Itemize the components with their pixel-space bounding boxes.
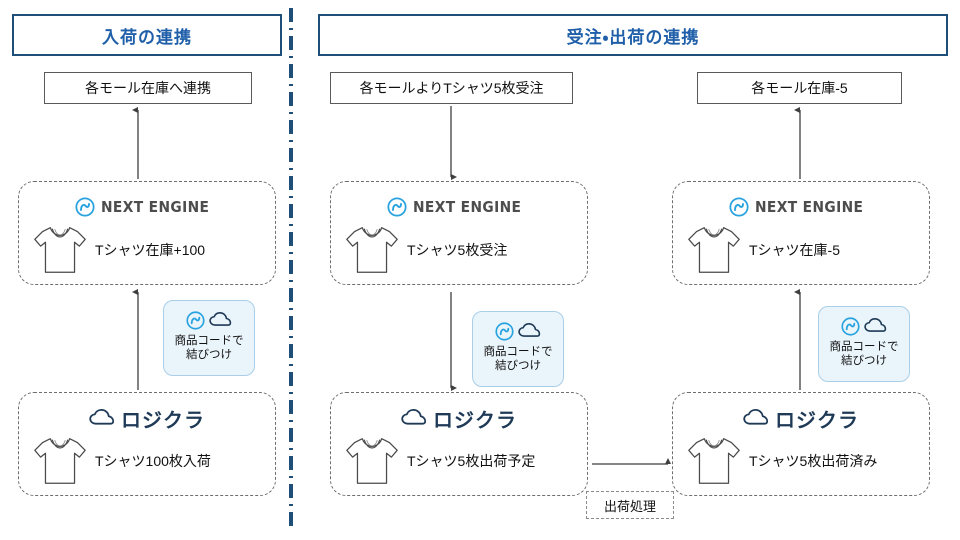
system-card-label: Tシャツ在庫+100: [95, 242, 206, 258]
mall-box-stock-sync: 各モール在庫へ連携: [44, 72, 252, 104]
logicla-wordmark: ロジクラ: [433, 407, 517, 432]
mall-box-stock-minus: 各モール在庫-5: [697, 72, 902, 104]
link-box-icons: [495, 319, 541, 343]
system-card-logicla-shipped: ロジクラ Tシャツ5枚出荷済み: [672, 392, 930, 496]
link-box-icons: [841, 314, 887, 338]
tshirt-icon: [688, 438, 740, 484]
system-card-label: Tシャツ100枚入荷: [95, 453, 211, 469]
system-card-body: Tシャツ5枚出荷予定: [341, 433, 579, 489]
cloud-icon: [864, 318, 887, 332]
link-box-product-code-1: 商品コードで結びつけ: [163, 300, 255, 376]
section-divider: [288, 8, 294, 532]
system-card-next-engine-order: NEXT ENGINE Tシャツ5枚受注: [330, 181, 588, 285]
system-card-logicla-planned: ロジクラ Tシャツ5枚出荷予定: [330, 392, 588, 496]
system-card-body: Tシャツ100枚入荷: [29, 433, 267, 489]
next-engine-icon: [75, 197, 95, 217]
system-card-next-engine-stock: NEXT ENGINE Tシャツ在庫-5: [672, 181, 930, 285]
section-header-inbound-title: 入荷の連携: [102, 27, 192, 47]
tshirt-icon: [34, 438, 86, 484]
logicla-wordmark: ロジクラ: [775, 407, 859, 432]
caption-shipping-process: 出荷処理: [586, 491, 674, 519]
caption-shipping-process-label: 出荷処理: [603, 498, 656, 514]
link-box-product-code-3: 商品コードで結びつけ: [818, 306, 910, 382]
next-engine-wordmark: NEXT ENGINE: [413, 198, 522, 216]
logicla-logo: ロジクラ: [19, 405, 275, 432]
next-engine-icon: [841, 316, 860, 336]
next-engine-icon: [729, 197, 749, 217]
tshirt-icon: [346, 227, 398, 273]
system-card-logicla-inbound: ロジクラ Tシャツ100枚入荷: [18, 392, 276, 496]
system-card-label: Tシャツ5枚受注: [407, 242, 508, 258]
cloud-icon: [743, 408, 769, 425]
system-card-body: Tシャツ5枚受注: [341, 222, 579, 278]
section-divider-line: [289, 8, 293, 532]
next-engine-logo: NEXT ENGINE: [331, 194, 587, 220]
mall-box-order-label: 各モールよりTシャツ5枚受注: [359, 80, 544, 96]
system-card-body: Tシャツ在庫+100: [29, 222, 267, 278]
link-box-label: 商品コードで結びつけ: [174, 335, 244, 362]
section-header-order-outbound: 受注・出荷の連携: [318, 14, 948, 56]
tshirt-icon: [346, 438, 398, 484]
cloud-icon: [209, 312, 232, 326]
section-header-inbound: 入荷の連携: [12, 14, 282, 56]
logicla-logo: ロジクラ: [673, 405, 929, 432]
next-engine-icon: [387, 197, 407, 217]
cloud-icon: [518, 323, 541, 337]
tshirt-icon: [688, 227, 740, 273]
mall-box-stock-minus-label: 各モール在庫-5: [751, 80, 848, 96]
system-card-next-engine-inbound: NEXT ENGINE Tシャツ在庫+100: [18, 181, 276, 285]
logicla-wordmark: ロジクラ: [121, 407, 205, 432]
next-engine-logo: NEXT ENGINE: [673, 194, 929, 220]
tshirt-icon: [34, 227, 86, 273]
section-header-order-outbound-title: 受注・出荷の連携: [566, 27, 700, 47]
link-box-product-code-2: 商品コードで結びつけ: [472, 311, 564, 387]
next-engine-icon: [186, 310, 205, 330]
logicla-logo: ロジクラ: [331, 405, 587, 432]
link-box-icons: [186, 308, 232, 332]
system-card-body: Tシャツ在庫-5: [683, 222, 921, 278]
next-engine-wordmark: NEXT ENGINE: [101, 198, 210, 216]
system-card-label: Tシャツ5枚出荷済み: [749, 453, 878, 469]
mall-box-stock-sync-label: 各モール在庫へ連携: [85, 80, 211, 96]
cloud-icon: [401, 408, 427, 425]
next-engine-wordmark: NEXT ENGINE: [755, 198, 864, 216]
link-box-label: 商品コードで結びつけ: [483, 346, 553, 373]
system-card-body: Tシャツ5枚出荷済み: [683, 433, 921, 489]
mall-box-order: 各モールよりTシャツ5枚受注: [330, 72, 573, 104]
cloud-icon: [89, 408, 115, 425]
link-box-label: 商品コードで結びつけ: [829, 341, 899, 368]
next-engine-icon: [495, 321, 514, 341]
system-card-label: Tシャツ在庫-5: [749, 242, 840, 258]
system-card-label: Tシャツ5枚出荷予定: [407, 453, 536, 469]
next-engine-logo: NEXT ENGINE: [19, 194, 275, 220]
